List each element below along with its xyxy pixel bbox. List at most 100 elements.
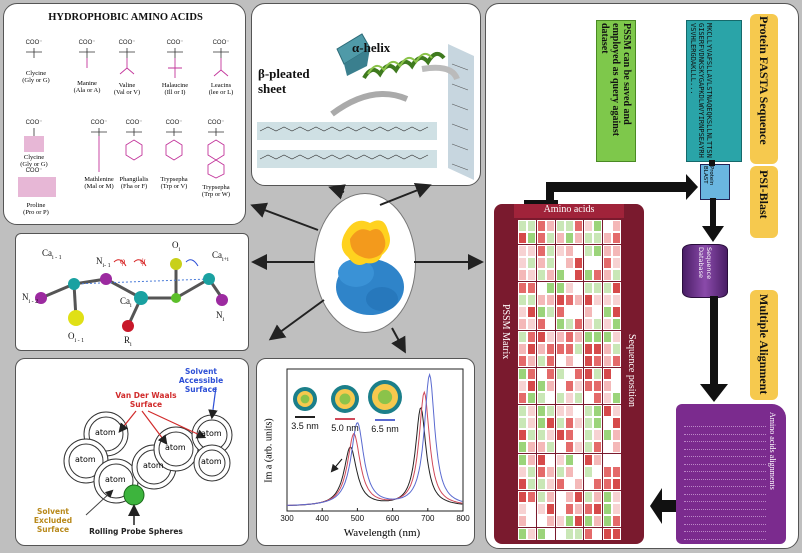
matrix-cell <box>546 245 555 257</box>
matrix-cell <box>556 245 565 257</box>
matrix-cell <box>584 282 593 294</box>
matrix-cell <box>574 380 583 392</box>
atom-label: atom <box>165 443 186 452</box>
matrix-cell <box>593 491 602 503</box>
matrix-header: Amino acids <box>514 204 624 218</box>
label-n-i: Ni <box>216 310 224 323</box>
matrix-cell <box>574 491 583 503</box>
matrix-cell <box>556 294 565 306</box>
matrix-cell <box>603 343 612 355</box>
matrix-cell <box>527 368 536 380</box>
matrix-cell <box>546 368 555 380</box>
matrix-cell <box>546 232 555 244</box>
matrix-cell <box>612 392 621 404</box>
pssm-matrix-label: PSSM Matrix <box>500 304 511 424</box>
matrix-cell <box>603 355 612 367</box>
matrix-cell <box>537 429 546 441</box>
matrix-cell <box>546 405 555 417</box>
nanoparticle-center <box>378 390 392 404</box>
matrix-cell <box>603 380 612 392</box>
matrix-cell <box>518 405 527 417</box>
matrix-cell <box>603 466 612 478</box>
matrix-cell <box>537 282 546 294</box>
matrix-cell <box>584 257 593 269</box>
matrix-cell <box>537 257 546 269</box>
matrix-cell <box>556 269 565 281</box>
matrix-cell <box>612 503 621 515</box>
matrix-cell <box>603 417 612 429</box>
matrix-cell <box>527 478 536 490</box>
matrix-cell <box>518 454 527 466</box>
matrix-cell <box>565 478 574 490</box>
matrix-cell <box>556 417 565 429</box>
label-ca-i: Cai <box>120 296 132 309</box>
label-ca-prev: Cai - 1 <box>42 248 62 261</box>
matrix-cell <box>518 528 527 540</box>
matrix-cell <box>612 245 621 257</box>
atom-label: atom <box>105 475 126 484</box>
matrix-cell <box>565 257 574 269</box>
x-tick-label: 300 <box>280 514 294 523</box>
matrix-cell <box>518 355 527 367</box>
nanoparticle-center <box>301 395 310 404</box>
matrix-cell <box>603 528 612 540</box>
matrix-cell <box>556 331 565 343</box>
matrix-cell <box>527 306 536 318</box>
matrix-cell <box>584 318 593 330</box>
matrix-cell <box>527 343 536 355</box>
matrix-cell <box>546 478 555 490</box>
matrix-cell <box>603 405 612 417</box>
matrix-cell <box>574 454 583 466</box>
label-o-i: Oi <box>172 240 180 253</box>
matrix-cell <box>556 220 565 232</box>
alignment-line <box>684 465 766 472</box>
matrix-cell <box>546 429 555 441</box>
matrix-cell <box>546 282 555 294</box>
matrix-cell <box>518 269 527 281</box>
matrix-cell <box>603 282 612 294</box>
matrix-cell <box>565 380 574 392</box>
matrix-cell <box>527 257 536 269</box>
matrix-cell <box>537 515 546 527</box>
matrix-cell <box>584 232 593 244</box>
matrix-cell <box>527 429 536 441</box>
matrix-cell <box>556 441 565 453</box>
matrix-cell <box>593 515 602 527</box>
matrix-cell <box>574 257 583 269</box>
matrix-cell <box>612 441 621 453</box>
matrix-cell <box>584 429 593 441</box>
matrix-cell <box>527 515 536 527</box>
matrix-cell <box>565 515 574 527</box>
matrix-cell <box>584 491 593 503</box>
matrix-cell <box>612 343 621 355</box>
alignment-line <box>684 458 766 465</box>
matrix-cell <box>537 528 546 540</box>
matrix-cell <box>593 429 602 441</box>
matrix-cell <box>537 466 546 478</box>
amino-acid-alignments-doc: Amino acids alignments <box>676 404 786 544</box>
matrix-cell <box>584 331 593 343</box>
matrix-cell <box>574 478 583 490</box>
matrix-cell <box>527 220 536 232</box>
matrix-cell <box>518 343 527 355</box>
matrix-cell <box>603 318 612 330</box>
chart-ylabel: Im a (arb. units) <box>264 401 275 501</box>
matrix-cell <box>584 392 593 404</box>
matrix-cell <box>565 503 574 515</box>
matrix-cell <box>537 417 546 429</box>
matrix-cell <box>603 331 612 343</box>
matrix-cell <box>584 515 593 527</box>
matrix-cell <box>603 454 612 466</box>
matrix-cell <box>593 478 602 490</box>
matrix-cell <box>603 306 612 318</box>
matrix-cell <box>556 405 565 417</box>
matrix-cell <box>527 318 536 330</box>
matrix-cell <box>603 478 612 490</box>
matrix-cell <box>537 368 546 380</box>
alignment-line <box>684 450 766 457</box>
matrix-cell <box>546 528 555 540</box>
matrix-cell <box>574 392 583 404</box>
matrix-cell <box>574 245 583 257</box>
matrix-cell <box>593 269 602 281</box>
matrix-cell <box>593 245 602 257</box>
